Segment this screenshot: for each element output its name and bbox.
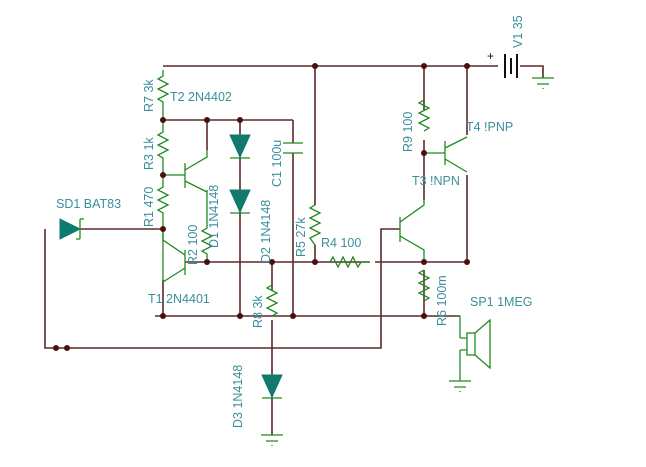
transistor-t3 [399, 200, 425, 262]
label-d1: D1 1N4148 [207, 185, 221, 248]
label-t4: T4 !PNP [466, 120, 513, 134]
resistor-r7 [156, 70, 170, 120]
label-sd1: SD1 BAT83 [56, 197, 121, 211]
label-v1: V1 35 [511, 15, 525, 48]
resistor-r5 [308, 204, 322, 246]
ground-icon [261, 434, 283, 446]
schottky-diode-sd1 [59, 218, 82, 240]
label-r8: R8 3k [251, 295, 265, 328]
resistor-r9 [417, 99, 431, 132]
label-d2: D2 1N4148 [259, 200, 273, 263]
transistor-t2 [163, 150, 208, 193]
label-d3: D3 1N4148 [231, 365, 245, 428]
label-t3: T3 !NPN [412, 174, 460, 188]
label-t2: T2 2N4402 [170, 90, 232, 104]
label-r7: R7 3k [142, 79, 156, 112]
junctions [53, 63, 470, 351]
label-r6: R6 100m [435, 275, 449, 326]
wires [44, 65, 498, 435]
label-r4: R4 100 [321, 236, 361, 250]
label-r5: R5 27k [294, 217, 308, 257]
speaker-sp1 [459, 316, 491, 381]
ground-icon [449, 380, 471, 392]
resistor-r2 [200, 190, 214, 262]
label-r3: R3 1k [142, 137, 156, 170]
label-r9: R9 100 [401, 112, 415, 152]
resistor-r8 [265, 284, 279, 317]
battery-v1 [504, 54, 544, 78]
label-r2: R2 100 [186, 225, 200, 265]
resistor-r4 [329, 255, 370, 269]
resistor-r6 [417, 269, 431, 302]
label-r1: R1 470 [142, 187, 156, 227]
transistor-t4 [424, 136, 468, 173]
resistor-r3 [156, 120, 170, 175]
label-plus: + [487, 49, 494, 63]
resistor-r1 [156, 175, 170, 280]
transistor-t1 [162, 229, 186, 283]
label-c1: C1 100u [270, 140, 284, 187]
label-t1: T1 2N4401 [148, 292, 210, 306]
diode-d2 [229, 189, 251, 214]
diode-d3 [261, 374, 283, 399]
ground-icon [532, 77, 554, 89]
capacitor-c1 [283, 142, 303, 154]
label-sp1: SP1 1MEG [470, 295, 533, 309]
diode-d1 [229, 134, 251, 159]
